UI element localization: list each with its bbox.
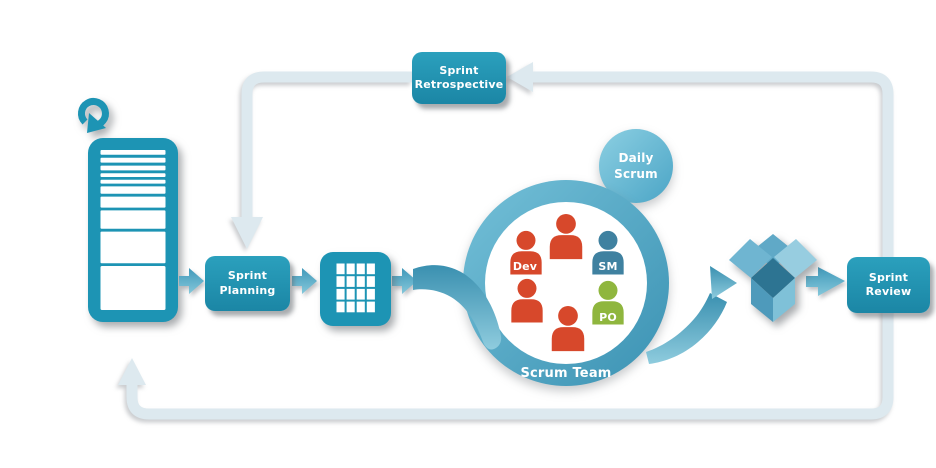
task-grid-cells: [336, 263, 375, 313]
scrum-team-label: Scrum Team: [520, 366, 612, 381]
refresh-icon: [78, 98, 109, 133]
flow-arrows: [179, 267, 845, 296]
arrow-increment-to-review: [806, 267, 845, 296]
swoosh-into-team: [413, 265, 502, 350]
loop-line-review-to-retro-and-backlog: [126, 71, 894, 420]
swoosh-arrows: [413, 265, 737, 364]
arrow-backlog-to-planning: [179, 268, 204, 294]
arrowhead-into-planning: [231, 217, 263, 249]
daily-scrum-circle: [599, 129, 673, 203]
sprint-planning-label: Sprint Planning: [219, 269, 276, 297]
arrow-sprintbacklog-to-team: [392, 268, 417, 294]
product-backlog-icon: [78, 98, 178, 322]
daily-scrum-label: Daily Scrum: [614, 151, 658, 181]
backlog-item-bars: [100, 150, 166, 310]
sprint-review-label: Sprint Review: [865, 270, 912, 298]
loop-line-retro-to-planning: [241, 71, 412, 219]
scrum-team-ring: [463, 180, 669, 386]
role-sm-label: SM: [598, 260, 618, 273]
sprint-retrospective-node: Sprint Retrospective: [412, 52, 506, 104]
feedback-loop-lines: [118, 62, 894, 420]
swoosh-arrowhead: [710, 266, 737, 299]
role-po-label: PO: [599, 311, 617, 324]
sprint-backlog-icon: [320, 252, 391, 326]
role-dev-label: Dev: [512, 260, 538, 273]
arrow-planning-to-sprintbacklog: [292, 268, 317, 294]
sprint-retrospective-label: Sprint Retrospective: [414, 63, 504, 91]
arrowhead-into-backlog: [118, 358, 146, 385]
swoosh-out-of-team: [646, 293, 727, 364]
sprint-planning-node: Sprint Planning: [205, 256, 290, 311]
increment-box-icon: [729, 234, 817, 322]
sprint-review-node: Sprint Review: [847, 257, 930, 313]
arrowhead-into-retrospective: [507, 62, 533, 92]
